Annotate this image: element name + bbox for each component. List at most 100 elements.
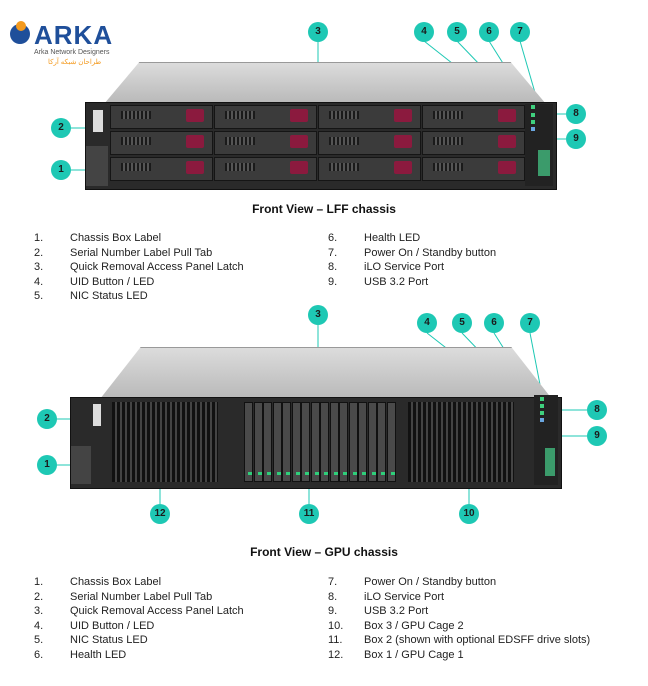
bay-release-handle[interactable] [498,135,516,148]
gpu-nic-led [540,411,544,415]
legend-text: UID Button / LED [70,619,155,632]
edsff-drive-slot[interactable] [301,402,310,482]
lff-drive-bay[interactable] [318,105,421,129]
lff-callout-7: 7 [510,22,530,42]
legend-text: NIC Status LED [70,634,148,646]
legend-number: 4. [34,619,44,632]
slot-led [362,472,366,475]
bay-vent [121,111,151,119]
legend-text: Serial Number Label Pull Tab [70,590,213,603]
legend-text: Serial Number Label Pull Tab [70,246,213,259]
edsff-drive-slot[interactable] [263,402,272,482]
legend-number: 9. [328,275,338,288]
bay-release-handle[interactable] [290,109,308,122]
edsff-drive-slot[interactable] [377,402,386,482]
lff-serial-pull-tab[interactable] [93,110,103,132]
edsff-drive-slot[interactable] [386,402,396,482]
slot-led [343,472,347,475]
gpu-callout-12: 12 [150,504,170,524]
bay-release-handle[interactable] [498,161,516,174]
lff-power-led[interactable] [531,105,535,109]
legend-text: Quick Removal Access Panel Latch [70,605,244,617]
legend-number: 2. [34,590,44,603]
legend-number: 2. [34,246,44,259]
gpu-callout-1: 1 [37,455,57,475]
bay-release-handle[interactable] [394,109,412,122]
edsff-drive-slot[interactable] [358,402,367,482]
slot-led [352,472,357,475]
lff-drive-bay[interactable] [110,131,213,155]
bay-release-handle[interactable] [186,109,204,122]
gpu-cage-1 [112,402,218,482]
edsff-drive-slot[interactable] [348,402,358,482]
bay-release-handle[interactable] [498,109,516,122]
lff-drive-bay[interactable] [422,131,525,155]
lff-drive-bay[interactable] [110,157,213,181]
legend-number: 8. [328,590,338,603]
bay-vent [329,137,359,145]
logo-subtitle: Arka Network Designers [34,49,110,56]
edsff-drive-slot[interactable] [310,402,320,482]
gpu-usb-port[interactable] [545,448,555,476]
gpu-callout-2: 2 [37,409,57,429]
globe-icon [10,21,30,44]
legend-text: Chassis Box Label [70,232,162,244]
gpu-callout-5: 5 [452,313,472,333]
bay-release-handle[interactable] [394,161,412,174]
bay-release-handle[interactable] [290,135,308,148]
gpu-power-led[interactable] [540,397,544,401]
legend-text: Quick Removal Access Panel Latch [70,261,244,273]
lff-drive-bay[interactable] [110,105,213,129]
lff-drive-bay[interactable] [214,157,317,181]
gpu-serial-pull-tab[interactable] [93,404,101,426]
gpu-callout-3: 3 [308,305,328,325]
lff-chassis-label [86,146,108,186]
edsff-drive-slot[interactable] [244,402,253,482]
edsff-drive-slot[interactable] [291,402,301,482]
slot-led [305,472,309,475]
legend-text: Power On / Standby button [364,246,497,259]
lff-callout-6: 6 [479,22,499,42]
edsff-drive-slot[interactable] [367,402,377,482]
lff-drive-bay[interactable] [422,105,525,129]
bay-release-handle[interactable] [186,161,204,174]
slot-led [390,472,395,475]
edsff-drive-slot[interactable] [339,402,348,482]
bay-release-handle[interactable] [394,135,412,148]
legend-text: Health LED [70,648,127,661]
legend-text: Box 2 (shown with optional EDSFF drive s… [364,634,591,646]
edsff-drive-slot[interactable] [320,402,329,482]
bay-release-handle[interactable] [290,161,308,174]
legend-number: 8. [328,261,338,273]
slot-led [286,472,290,475]
edsff-drive-slot[interactable] [253,402,263,482]
legend-number: 6. [34,648,44,661]
legend-text: Health LED [364,232,421,244]
edsff-drive-slot[interactable] [272,402,282,482]
gpu-callout-9: 9 [587,426,607,446]
lff-drive-bay[interactable] [214,131,317,155]
lff-usb-port[interactable] [538,150,550,176]
bay-vent [121,163,151,171]
bay-release-handle[interactable] [186,135,204,148]
gpu-callout-4: 4 [417,313,437,333]
bay-vent [225,111,255,119]
legend-number: 7. [328,576,338,588]
gpu-uid-button[interactable] [540,418,544,422]
legend-text: Power On / Standby button [364,576,497,588]
legend-number: 11. [328,634,343,646]
lff-drive-bay[interactable] [318,131,421,155]
legend-text: NIC Status LED [70,290,148,302]
lff-uid-button[interactable] [531,127,535,131]
edsff-drive-slot[interactable] [329,402,339,482]
gpu-callout-6: 6 [484,313,504,333]
edsff-drive-slot[interactable] [282,402,291,482]
lff-chassis-top [104,62,546,104]
lff-drive-bay[interactable] [214,105,317,129]
logo-subtitle-fa: طراحان شبکه آرکا [48,59,102,66]
lff-drive-bay[interactable] [422,157,525,181]
lff-drive-bay[interactable] [318,157,421,181]
legend-number: 10. [328,619,344,632]
lff-nic-led [531,120,535,124]
gpu-callout-7: 7 [520,313,540,333]
